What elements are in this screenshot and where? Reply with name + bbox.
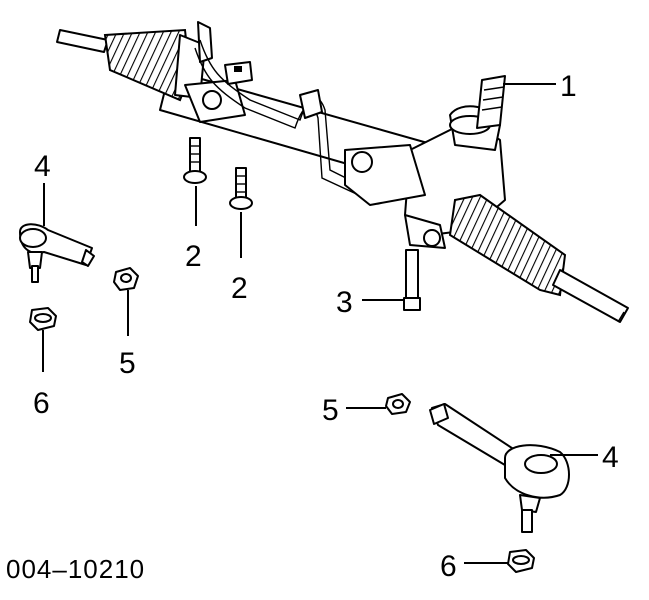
rack-mount-bolt [403, 249, 421, 311]
input-shaft [476, 75, 506, 129]
callout-3: 3 [336, 286, 353, 319]
left-nut-5 [113, 267, 139, 291]
right-nut-6 [507, 549, 535, 573]
right-tie-rod-end [429, 403, 570, 533]
diagram-reference-number: 004–10210 [6, 554, 145, 584]
right-bellows-boot [448, 193, 567, 297]
callout-5-right: 5 [322, 394, 339, 427]
callout-2a: 2 [185, 240, 202, 273]
callout-6-right: 6 [440, 550, 457, 583]
callout-4-right: 4 [602, 441, 619, 474]
callout-5-left: 5 [119, 347, 136, 380]
left-nut-6 [29, 307, 57, 331]
right-tie-rod [552, 269, 629, 323]
left-tie-rod-end [19, 223, 95, 283]
right-nut-5 [385, 393, 411, 415]
callout-4-left: 4 [34, 150, 51, 183]
mounting-bolt-b [229, 167, 253, 210]
callout-2b: 2 [231, 272, 248, 305]
callout-6-left: 6 [33, 387, 50, 420]
mounting-bolt-a [183, 137, 207, 184]
leader-lines [42, 83, 598, 564]
steering-rack-assembly [56, 21, 629, 323]
callout-1: 1 [560, 70, 577, 103]
